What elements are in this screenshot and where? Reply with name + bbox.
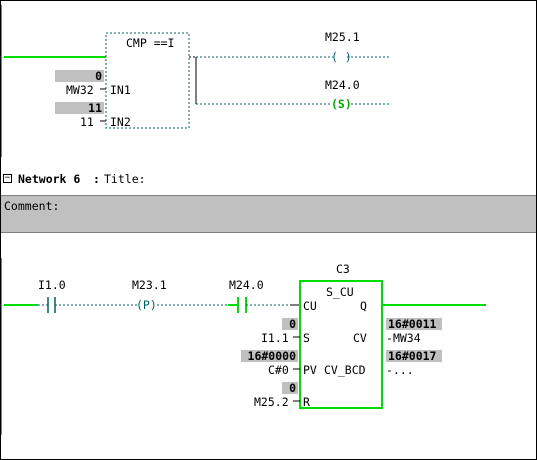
- cmp-block-title: CMP ==I: [126, 36, 175, 50]
- cmp-in1-value: 0: [55, 70, 104, 82]
- counter-pv-operand[interactable]: C#0: [268, 363, 289, 377]
- cmp-in1-operand[interactable]: MW32: [66, 83, 94, 97]
- cmp-in2-operand[interactable]: 11: [80, 115, 94, 129]
- network-6-header: − Network 6 : Title:: [1, 170, 536, 190]
- counter-pv-value: 16#0000: [241, 350, 298, 362]
- coil-m25-1-symbol[interactable]: ( ): [331, 50, 352, 64]
- coil-m24-0-operand[interactable]: M24.0: [325, 78, 360, 92]
- counter-r-value: 0: [282, 382, 298, 394]
- counter-pin-pv: PV: [303, 363, 317, 377]
- coil-m23-1-operand[interactable]: M23.1: [132, 278, 167, 292]
- counter-pin-s: S: [303, 331, 310, 345]
- comment-area[interactable]: Comment:: [1, 195, 536, 233]
- counter-pin-cv-bcd: CV_BCD: [324, 363, 366, 377]
- coil-m24-0-symbol[interactable]: (S): [331, 97, 352, 111]
- counter-r-operand[interactable]: M25.2: [254, 395, 289, 409]
- counter-pin-cv: CV: [353, 331, 367, 345]
- counter-cv-operand-text: MW34: [392, 331, 421, 345]
- counter-cv-value: 16#0011: [386, 318, 442, 330]
- network-label: Network 6: [18, 172, 81, 186]
- comment-label: Comment:: [4, 199, 60, 213]
- network-colon: :: [93, 172, 100, 186]
- counter-cvbcd-operand-text: ...: [392, 363, 414, 377]
- counter-cvbcd-operand[interactable]: -...: [386, 363, 414, 377]
- counter-cv-operand[interactable]: -MW34: [386, 331, 421, 345]
- counter-s-operand[interactable]: I1.1: [261, 331, 289, 345]
- cmp-pin-in1: IN1: [110, 83, 131, 97]
- collapse-toggle-icon[interactable]: −: [3, 173, 12, 183]
- counter-cvbcd-value: 16#0017: [386, 350, 442, 362]
- counter-pin-cu: CU: [303, 299, 317, 313]
- network-title[interactable]: Title:: [104, 172, 146, 186]
- contact-i1-0-operand[interactable]: I1.0: [38, 278, 66, 292]
- counter-type: S_CU: [326, 285, 354, 299]
- contact-m24-0-operand[interactable]: M24.0: [229, 278, 264, 292]
- counter-pin-r: R: [303, 395, 310, 409]
- coil-m25-1-operand[interactable]: M25.1: [325, 30, 360, 44]
- counter-s-value: 0: [282, 318, 298, 330]
- counter-name[interactable]: C3: [336, 262, 350, 276]
- cmp-in2-value: 11: [55, 102, 104, 114]
- cmp-pin-in2: IN2: [110, 115, 131, 129]
- counter-pin-q: Q: [360, 299, 367, 313]
- coil-m23-1-symbol[interactable]: (P): [136, 298, 157, 312]
